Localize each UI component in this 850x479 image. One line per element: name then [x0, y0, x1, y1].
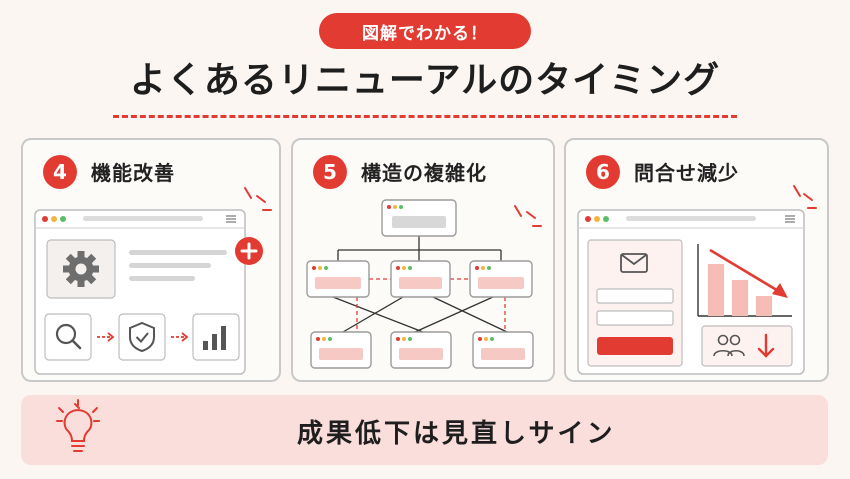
- spark-lines-icon: [793, 185, 817, 209]
- gear-icon: [46, 239, 116, 299]
- users-decrease: [701, 325, 793, 367]
- tree-connectors: [332, 236, 508, 333]
- sitemap-icon: [306, 199, 542, 369]
- tree-dashed-links: [356, 278, 506, 332]
- sitemap-node: [390, 260, 451, 298]
- inquiry-decrease-illustration: [577, 185, 817, 375]
- light-bulb-icon: [56, 399, 100, 452]
- shield-check-icon: [118, 313, 166, 361]
- page-title: よくあるリニューアルのタイミング: [129, 60, 721, 101]
- card-structure-complexity: 5 構造の複雑化: [291, 138, 555, 382]
- text-lines: [129, 250, 227, 281]
- banner-text: 成果低下は見直しサイン: [297, 419, 616, 449]
- users-icon: [713, 334, 745, 357]
- sitemap-node: [469, 260, 533, 298]
- bar-chart-icon: [192, 313, 240, 361]
- sitemap-root-node: [381, 199, 457, 237]
- card-title: 問合せ減少: [634, 161, 739, 185]
- summary-banner: 成果低下は見直しサイン: [21, 395, 828, 465]
- down-arrow-icon: [757, 333, 775, 358]
- card-feature-improvement: 4 機能改善: [21, 138, 281, 382]
- plus-icon: [235, 237, 263, 265]
- card-inquiry-decrease: 6 問合せ減少: [564, 138, 829, 382]
- spark-lines-icon: [244, 187, 272, 211]
- contact-form: [587, 239, 683, 367]
- sitemap-node: [306, 260, 370, 298]
- card-title: 構造の複雑化: [361, 161, 487, 185]
- feature-improvement-illustration: [34, 187, 272, 375]
- header-pill: 図解でわかる！: [319, 13, 531, 49]
- card-title: 機能改善: [91, 161, 175, 185]
- flow-arrow: [171, 332, 189, 342]
- flow-arrow: [97, 332, 115, 342]
- mail-icon: [620, 253, 648, 273]
- spark-lines-icon: [514, 205, 542, 227]
- sitemap-node: [310, 331, 372, 369]
- card-number: 5: [313, 155, 347, 189]
- declining-chart-icon: [697, 244, 792, 317]
- search-icon: [44, 313, 92, 361]
- title-underline: [113, 115, 737, 118]
- card-number: 6: [586, 155, 620, 189]
- card-number: 4: [43, 155, 77, 189]
- sitemap-node: [390, 331, 452, 369]
- sitemap-node: [472, 331, 534, 369]
